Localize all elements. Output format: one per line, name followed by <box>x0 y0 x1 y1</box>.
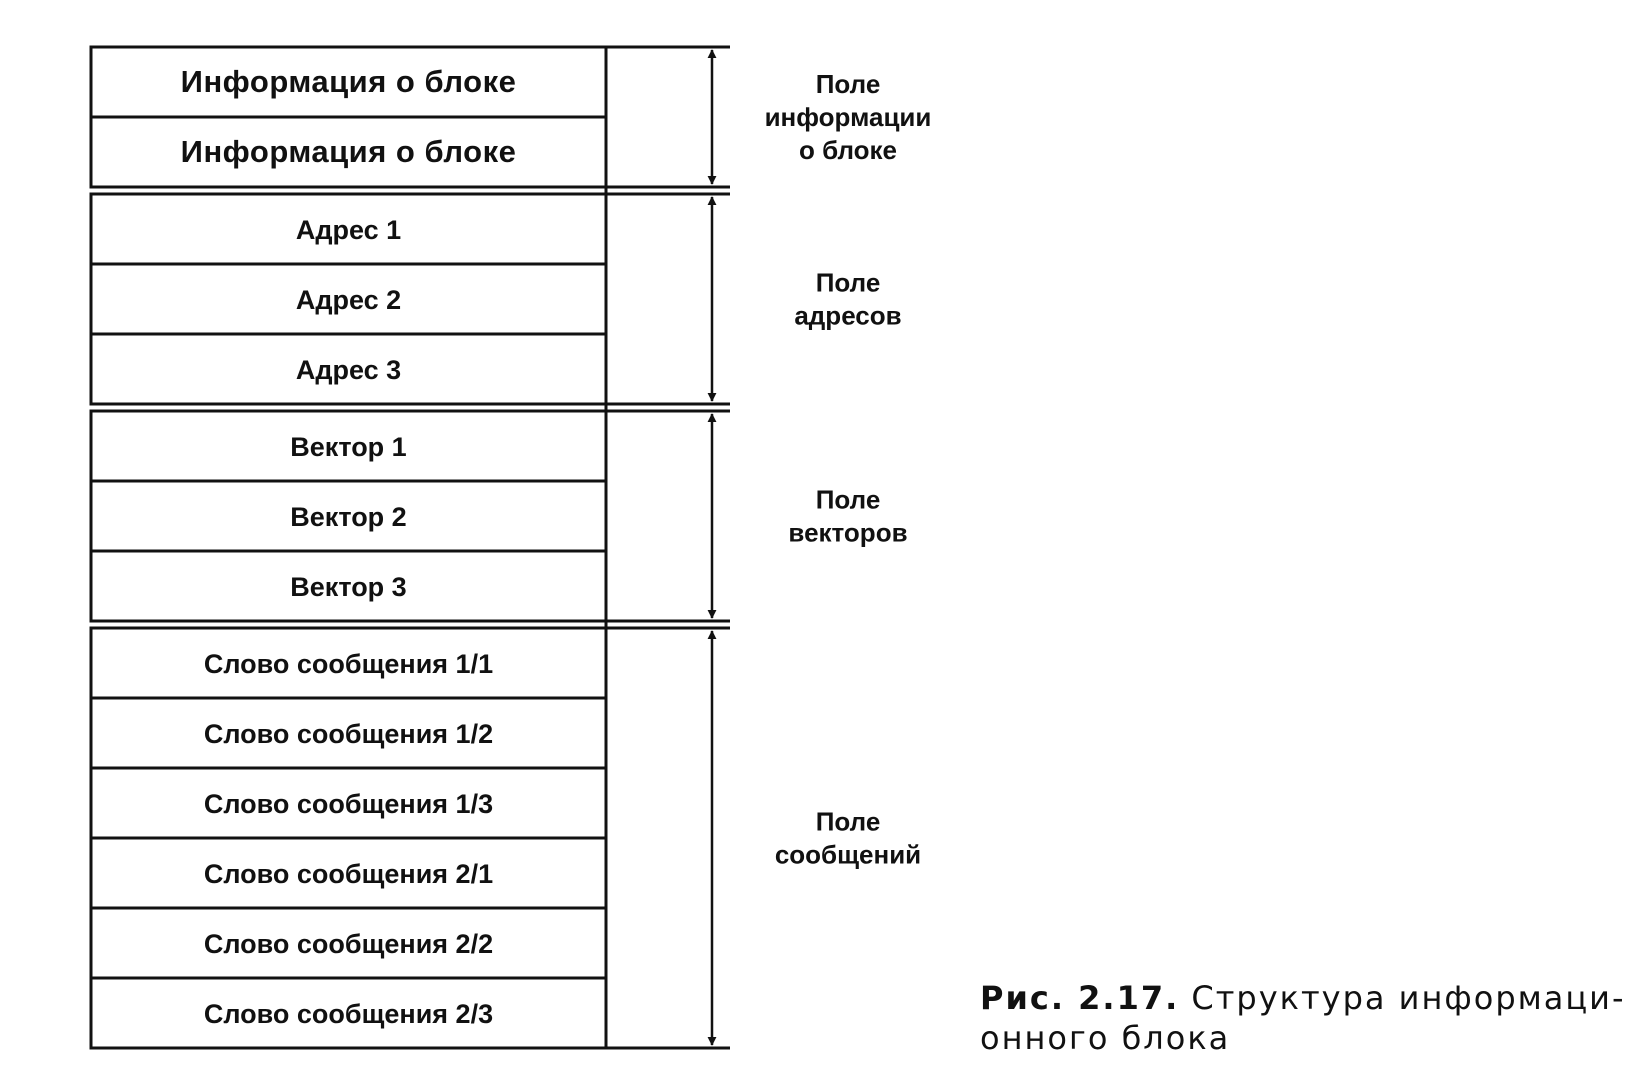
field-cell-text: Вектор 3 <box>290 572 406 602</box>
field-row: Слово сообщения 1/3 <box>89 766 608 840</box>
field-cell-text: Слово сообщения 2/2 <box>204 929 493 959</box>
field-cell-text: Слово сообщения 1/1 <box>204 649 493 679</box>
field-row: Адрес 1 <box>89 192 608 266</box>
field-label-line: Поле <box>816 807 881 837</box>
field-cell-text: Слово сообщения 2/1 <box>204 859 493 889</box>
field-row: Вектор 2 <box>89 479 608 553</box>
field-row: Слово сообщения 1/2 <box>89 696 608 770</box>
field-cell-text: Информация о блоке <box>181 134 517 169</box>
field-group-addresses: Адрес 1 Адрес 2 Адрес 3 <box>89 192 730 406</box>
field-label-line: адресов <box>794 301 901 331</box>
field-group-vectors: Вектор 1 Вектор 2 Вектор 3 <box>89 409 730 623</box>
field-cell-text: Адрес 1 <box>296 215 401 245</box>
field-label-line: информации <box>765 102 932 132</box>
field-cell-text: Слово сообщения 2/3 <box>204 999 493 1029</box>
field-cell-text: Слово сообщения 1/2 <box>204 719 493 749</box>
field-label-line: о блоке <box>799 135 897 165</box>
field-label-line: сообщений <box>775 840 921 870</box>
field-cell-text: Адрес 3 <box>296 355 401 385</box>
field-label-line: векторов <box>788 518 907 548</box>
field-row: Адрес 3 <box>89 332 608 406</box>
field-cell-text: Вектор 2 <box>290 502 406 532</box>
field-label-line: Поле <box>816 268 881 298</box>
field-row: Слово сообщения 2/1 <box>89 836 608 910</box>
figure-number: Рис. 2.17. <box>980 979 1180 1017</box>
field-row: Информация о блоке <box>89 45 608 119</box>
field-row: Слово сообщения 2/2 <box>89 906 608 980</box>
figure-title-line-1: Структура информаци- <box>1191 979 1626 1017</box>
figure-title-line-2: онного блока <box>980 1019 1231 1057</box>
field-label-line: Поле <box>816 485 881 515</box>
field-row: Информация о блоке <box>89 115 608 189</box>
figure-caption: Рис. 2.17. Структура информаци- онного б… <box>980 978 1623 1058</box>
field-row: Слово сообщения 1/1 <box>89 626 608 700</box>
field-row: Слово сообщения 2/3 <box>89 976 608 1050</box>
field-cell-text: Вектор 1 <box>290 432 406 462</box>
field-label-line: Поле <box>816 69 881 99</box>
field-cell-text: Адрес 2 <box>296 285 401 315</box>
field-row: Адрес 2 <box>89 262 608 336</box>
field-cell-text: Информация о блоке <box>181 64 517 99</box>
field-cell-text: Слово сообщения 1/3 <box>204 789 493 819</box>
field-row: Вектор 1 <box>89 409 608 483</box>
field-row: Вектор 3 <box>89 549 608 623</box>
